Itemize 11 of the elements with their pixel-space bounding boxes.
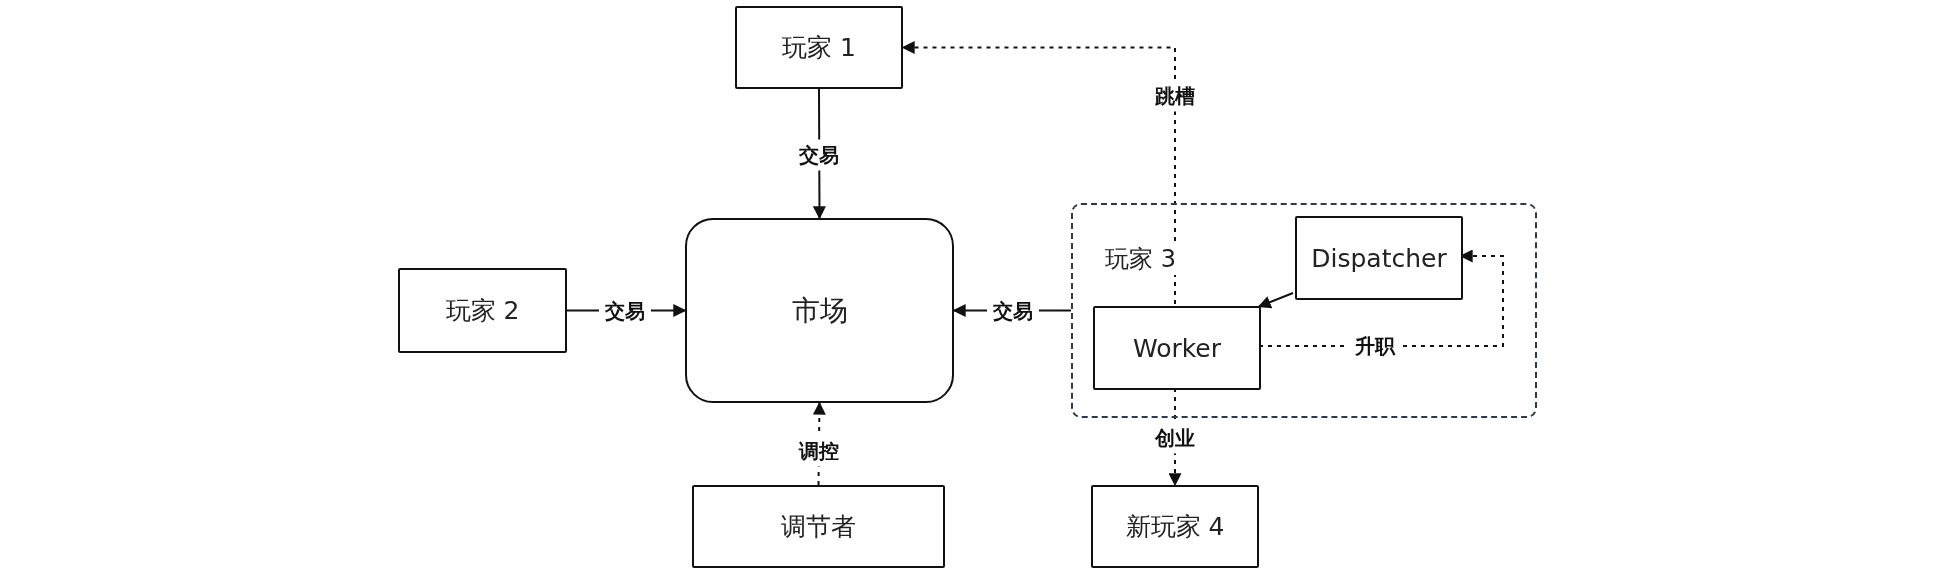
group-title: 玩家 3 <box>1105 243 1176 275</box>
process-box: Dispatcher <box>1295 216 1463 300</box>
dashed-group-frame <box>1071 203 1537 418</box>
process-box: 新玩家 4 <box>1091 485 1259 568</box>
process-box: Worker <box>1093 306 1261 390</box>
arrow <box>1257 291 1294 309</box>
rounded-box: 市场 <box>685 218 954 403</box>
arrow <box>901 41 1176 305</box>
process-box: 玩家 1 <box>735 6 903 89</box>
process-box: 玩家 2 <box>398 268 567 353</box>
process-box: 调节者 <box>692 485 945 568</box>
